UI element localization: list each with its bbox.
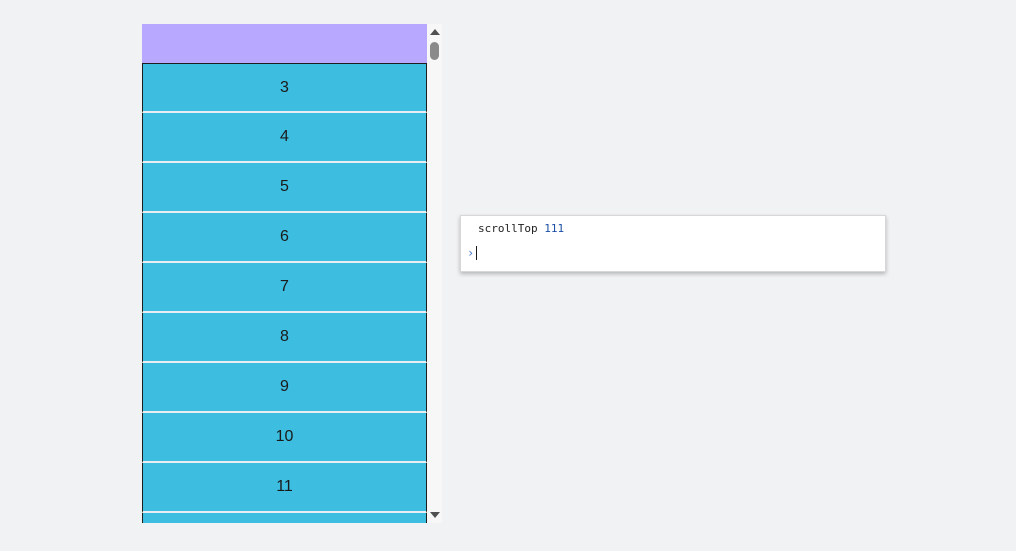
list-item-label: 7 [280, 278, 289, 295]
console-input[interactable] [476, 246, 477, 260]
console-log-line: scrollTop 111 [478, 222, 564, 235]
list-item: 3 [142, 63, 427, 113]
list-item [142, 513, 427, 523]
list-item: 5 [142, 163, 427, 213]
scroll-down-arrow-icon[interactable] [430, 512, 440, 518]
list-item-label: 3 [280, 78, 289, 96]
list-item-label: 9 [280, 378, 289, 395]
vertical-scrollbar[interactable] [427, 24, 442, 523]
console-log-label: scrollTop [478, 222, 538, 235]
chevron-right-icon: › [467, 246, 475, 260]
list-item: 4 [142, 113, 427, 163]
list-item: 11 [142, 463, 427, 513]
scroll-container[interactable]: 3 4 5 6 7 8 9 10 11 [142, 24, 442, 523]
list-item-label: 10 [275, 428, 294, 445]
list-item: 6 [142, 213, 427, 263]
list-item: 9 [142, 363, 427, 413]
console-panel: scrollTop 111 › [460, 215, 886, 272]
list-item: 7 [142, 263, 427, 313]
list-item-label: 11 [276, 478, 293, 495]
list-item: 8 [142, 313, 427, 363]
list-viewport[interactable]: 3 4 5 6 7 8 9 10 11 [142, 63, 427, 523]
scroll-up-arrow-icon[interactable] [430, 29, 440, 35]
list-item-label: 6 [280, 228, 289, 245]
list-item-label: 4 [280, 128, 289, 145]
list: 3 4 5 6 7 8 9 10 11 [142, 63, 427, 523]
list-item-label: 5 [280, 178, 289, 195]
header-bar [142, 24, 427, 63]
scrollbar-thumb[interactable] [430, 42, 439, 60]
list-item-label: 8 [280, 328, 289, 345]
list-item: 10 [142, 413, 427, 463]
console-log-value: 111 [544, 222, 565, 235]
